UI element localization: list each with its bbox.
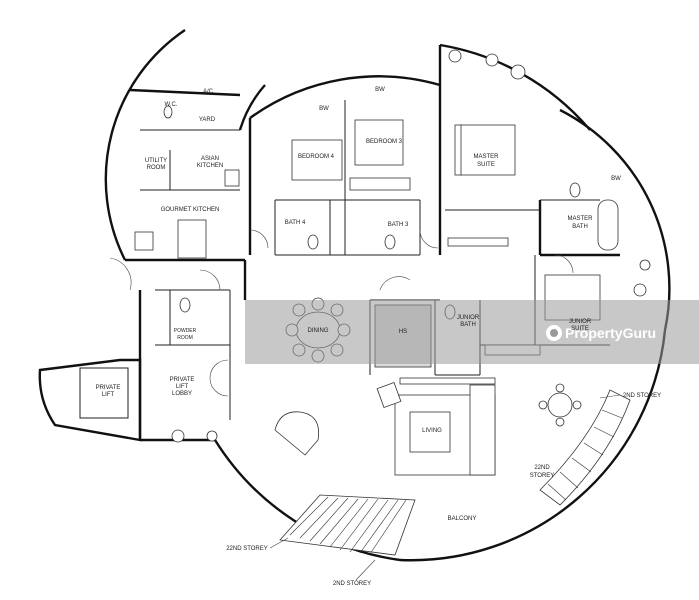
label-master-suite-2: SUITE [477, 162, 495, 168]
label-22nd-storey-right-1: 22ND [534, 465, 550, 471]
label-balcony: BALCONY [448, 516, 477, 522]
label-master-bath-2: BATH [572, 224, 588, 230]
label-private-lift-lobby-2: LIFT [176, 384, 189, 390]
label-junior-suite-2: SUITE [571, 326, 589, 332]
watermark-text: PropertyGuru [565, 325, 656, 341]
label-utility-room-2: ROOM [147, 165, 166, 171]
label-2nd-storey-bottom: 2ND STOREY [333, 581, 371, 587]
label-ac: A/C [203, 89, 214, 95]
label-bw-bedroom4: BW [319, 106, 329, 112]
outer-walls [104, 29, 671, 562]
label-dining: DINING [308, 328, 329, 334]
master-bed [459, 124, 516, 176]
label-wc: W.C. [165, 102, 178, 108]
label-master-suite-1: MASTER [473, 154, 499, 160]
label-yard: YARD [199, 117, 216, 123]
room-labels: A/C W.C. YARD UTILITY ROOM ASIAN KITCHEN… [96, 87, 622, 522]
label-powder-room-1: POWDER [174, 328, 197, 334]
piano [274, 411, 319, 456]
label-22nd-storey-right-2: STOREY [530, 473, 555, 479]
label-bw-master: BW [611, 176, 621, 182]
label-living: LIVING [422, 428, 442, 434]
sofa [469, 384, 496, 476]
label-bedroom4: BEDROOM 4 [298, 154, 335, 160]
label-bw-bedroom3: BW [375, 87, 385, 93]
coffee-table [409, 411, 451, 453]
label-bedroom3: BEDROOM 3 [366, 139, 403, 145]
label-private-lift-1: PRIVATE [96, 385, 121, 391]
label-asian-kitchen-2: KITCHEN [197, 163, 223, 169]
label-2nd-storey-right: 2ND STOREY [623, 393, 661, 399]
bedroom4-bed [291, 139, 343, 181]
label-private-lift-2: LIFT [102, 392, 115, 398]
balcony-slats [279, 389, 631, 556]
label-bath3: BATH 3 [388, 222, 409, 228]
storey-annotations: 2ND STOREY 22ND STOREY 22ND STOREY 2ND S… [226, 393, 661, 587]
label-junior-bath-1: JUNIOR [457, 315, 480, 321]
label-junior-bath-2: BATH [460, 322, 476, 328]
propertyguru-watermark: PropertyGuru [245, 300, 699, 364]
label-private-lift-lobby-3: LOBBY [172, 391, 192, 397]
label-22nd-storey-bottom: 22ND STOREY [226, 546, 268, 552]
private-lift-pod [38, 358, 142, 442]
propertyguru-logo-icon [546, 325, 562, 341]
label-bath4: BATH 4 [285, 220, 306, 226]
doors [109, 229, 574, 397]
armchair [376, 382, 402, 408]
label-powder-room-2: ROOM [177, 335, 193, 341]
label-utility-room-1: UTILITY [145, 158, 167, 164]
label-master-bath-1: MASTER [567, 216, 593, 222]
bedroom3-bed [354, 119, 404, 166]
kitchen-island [177, 219, 207, 259]
bathtub [597, 199, 619, 251]
label-asian-kitchen-1: ASIAN [201, 156, 219, 162]
label-gourmet-kitchen: GOURMET KITCHEN [161, 207, 220, 213]
label-junior-suite-1: JUNIOR [569, 319, 592, 325]
planters [171, 49, 651, 443]
label-private-lift-lobby-1: PRIVATE [170, 377, 195, 383]
label-hs: HS [399, 329, 407, 335]
